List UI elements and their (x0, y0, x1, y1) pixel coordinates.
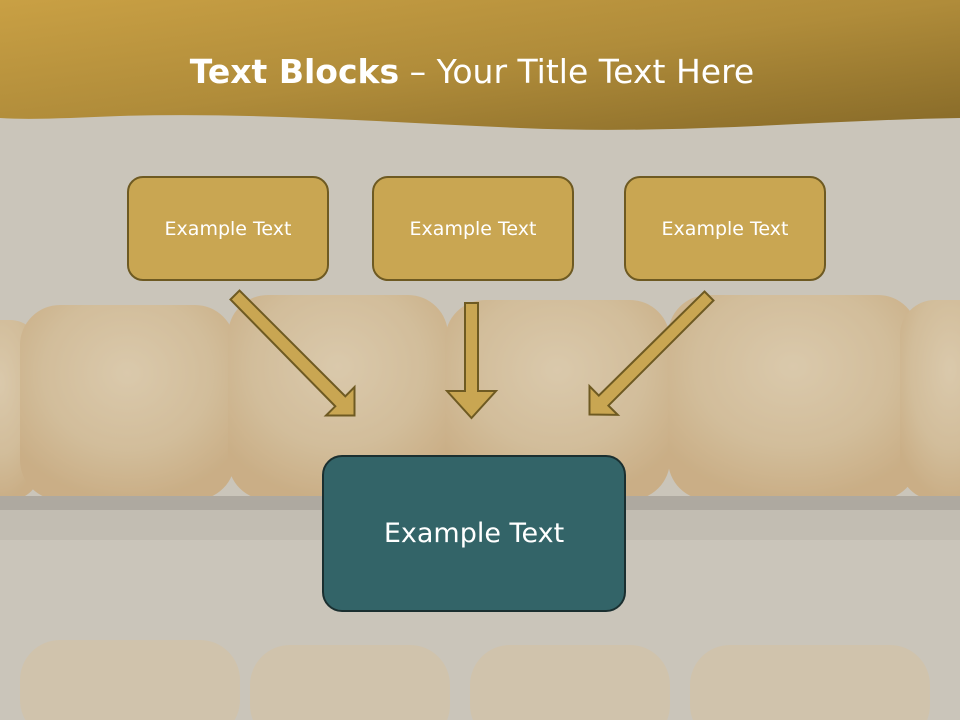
top-block-right[interactable]: Example Text (624, 176, 826, 281)
center-block-label: Example Text (383, 518, 565, 549)
top-block-left-label: Example Text (164, 217, 292, 240)
top-block-middle[interactable]: Example Text (372, 176, 574, 281)
arrow-left-icon (229, 289, 356, 417)
title-rest: – Your Title Text Here (399, 52, 755, 91)
center-block[interactable]: Example Text (322, 455, 626, 612)
title-bold: Text Blocks (189, 52, 400, 91)
header-band (0, 0, 960, 130)
top-block-middle-label: Example Text (409, 217, 537, 240)
page-title: Text Blocks – Your Title Text Here (0, 52, 944, 91)
top-block-right-label: Example Text (661, 217, 789, 240)
top-block-left[interactable]: Example Text (127, 176, 329, 281)
arrow-down-icon (444, 302, 499, 420)
arrow-right-icon (588, 290, 715, 416)
